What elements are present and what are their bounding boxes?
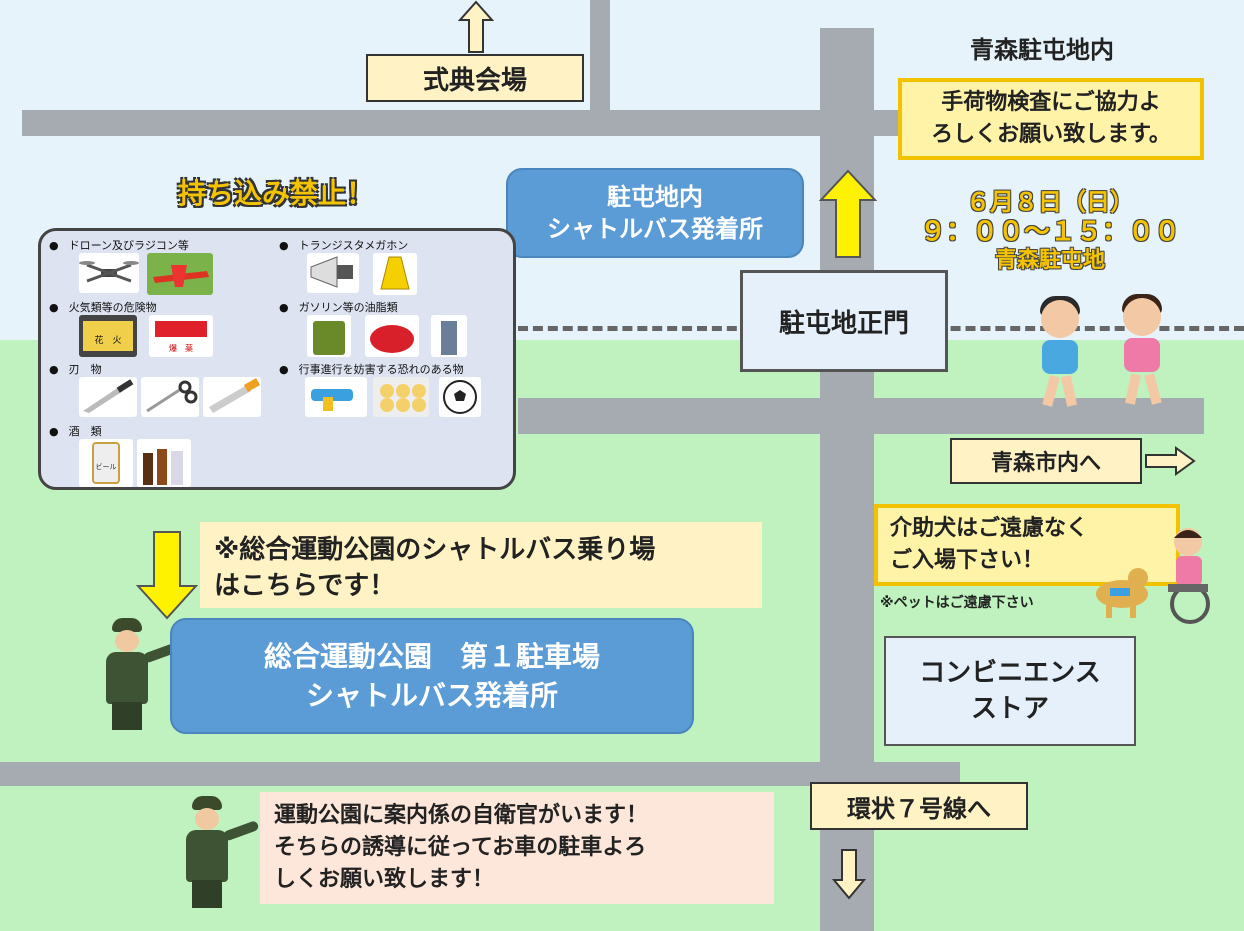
prohibited-item: 火気類等の危険物: [49, 299, 157, 315]
road-top-stub: [590, 0, 610, 112]
gas-can-icon: [365, 315, 419, 357]
prohibited-item: ガソリン等の油脂類: [279, 299, 398, 315]
spray-can-icon: [431, 315, 467, 357]
saw-icon: [203, 377, 261, 417]
water-gun-icon: [305, 377, 367, 417]
to-city-label: 青森市内へ: [950, 438, 1142, 484]
svg-text:花 火: 花 火: [94, 334, 121, 346]
event-date: ６月８日（日） ９：００～１５：００ 青森駐屯地: [919, 188, 1180, 273]
fireworks-icon: 花 火: [79, 315, 137, 357]
prohibited-item: ドローン及びラジコン等: [49, 237, 189, 253]
svg-text:爆 薬: 爆 薬: [169, 343, 193, 353]
prohibited-items-panel: ドローン及びラジコン等 トランジスタメガホン 火気類等の危険物 ガソリン等の油脂…: [38, 228, 516, 490]
prohibited-item: 酒 類: [49, 423, 102, 439]
firecracker-icon: 爆 薬: [149, 315, 213, 357]
drone-icon: [79, 253, 139, 293]
road-middle: [518, 398, 1204, 434]
right-arrow-icon: [1145, 446, 1196, 476]
park-bus-stop-notice: ※総合運動公園のシャトルバス乗り場 はこちらです！: [200, 522, 762, 608]
knife-icon: [79, 377, 137, 417]
baggage-check-notice: 手荷物検査にご協力よ ろしくお願い致します。: [898, 78, 1204, 160]
rc-plane-icon: [147, 253, 213, 295]
main-gate-label: 駐屯地正門: [740, 270, 948, 372]
svg-text:ビール: ビール: [96, 462, 117, 471]
guide-dog-notice: 介助犬はご遠慮なく ご入場下さい！: [874, 504, 1180, 586]
pet-note: ※ペットはご遠慮下さい: [880, 595, 1034, 611]
megaphone-icon: [307, 253, 359, 293]
scissors-icon: [141, 377, 199, 417]
loop-road-7-label: 環状７号線へ: [810, 782, 1028, 830]
road-top: [22, 110, 900, 136]
camp-shuttle-stop: 駐屯地内 シャトルバス発着所: [506, 168, 804, 258]
prohibited-item: 刃 物: [49, 361, 102, 377]
liquor-bottles-icon: [137, 439, 191, 487]
soldier-icon: [100, 618, 180, 732]
guide-staff-notice: 運動公園に案内係の自衛官がいます！ そちらの誘導に従ってお車の駐車よろ しくお願…: [260, 792, 774, 904]
down-arrow-icon: [136, 531, 198, 620]
park-shuttle-stop: 総合運動公園 第１駐車場 シャトルバス発着所: [170, 618, 694, 734]
eggs-icon: [373, 377, 429, 417]
up-arrow-icon: [458, 0, 494, 53]
convenience-store-label: コンビニエンス ストア: [884, 636, 1136, 746]
prohibited-item: トランジスタメガホン: [279, 237, 409, 253]
road-bottom: [0, 762, 960, 786]
jerrycan-icon: [307, 315, 351, 357]
camp-title: 青森駐屯地内: [970, 36, 1114, 64]
megaphone-yellow-icon: [373, 253, 417, 295]
prohibited-title: 持ち込み禁止！: [178, 177, 375, 210]
children-icon: [1036, 294, 1186, 418]
down-arrow-icon: [832, 849, 866, 900]
prohibited-item: 行事進行を妨害する恐れのある物: [279, 361, 464, 377]
up-arrow-icon: [818, 169, 878, 258]
ceremony-venue-label: 式典会場: [366, 54, 584, 102]
soldier-icon: [180, 796, 260, 910]
wheelchair-guide-dog-icon: [1096, 528, 1210, 624]
soccer-ball-icon: [439, 377, 481, 417]
beer-can-icon: ビール: [79, 439, 133, 487]
